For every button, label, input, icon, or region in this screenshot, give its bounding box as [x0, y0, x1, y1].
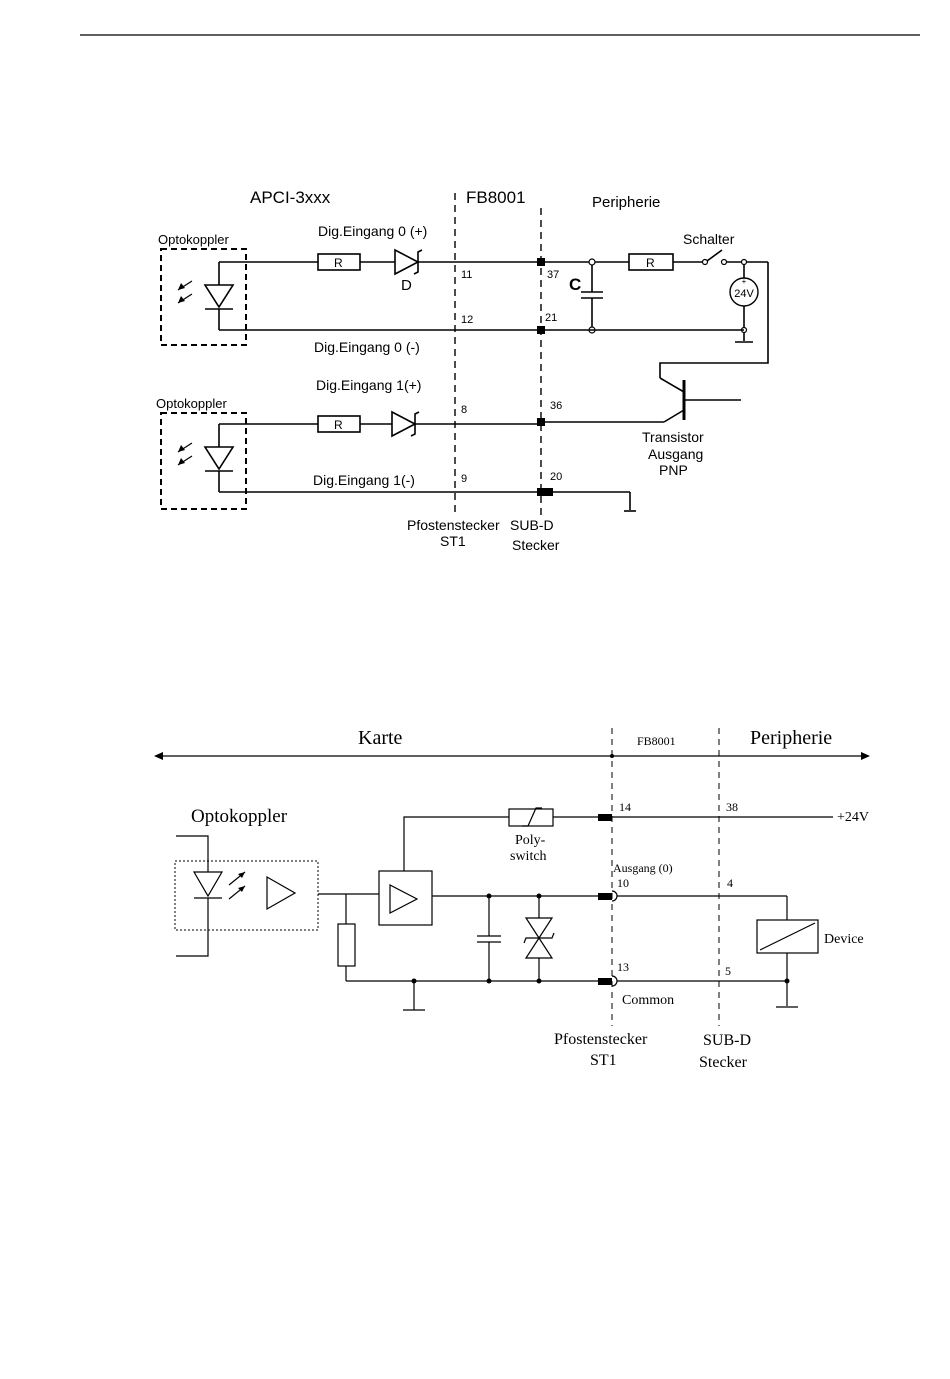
d2-common-label: Common	[622, 993, 674, 1008]
d1-24v-label: 24V	[734, 288, 754, 300]
d1-pf-label1: Pfostenstecker	[407, 517, 500, 533]
d2-polyswitch	[508, 808, 554, 827]
d1-node-src-top	[740, 258, 748, 266]
d2-node-cap-bot	[486, 978, 492, 984]
d2-driver-icon	[389, 884, 419, 914]
d2-relay-diag	[759, 922, 816, 951]
d2-pin10: 10	[617, 876, 629, 890]
d1-opto1-box	[160, 248, 247, 346]
d2-pin10-terminal	[598, 893, 612, 900]
d1-opto2-led-icon	[177, 424, 235, 492]
d2-device-label: Device	[824, 932, 864, 947]
d2-supply-wire	[403, 816, 509, 871]
d2-karte-label: Karte	[358, 727, 403, 749]
diagram-1: APCI-3xxx FB8001 Peripherie Optokoppler …	[156, 188, 769, 553]
d1-pin37-terminal	[537, 258, 545, 266]
d2-pin4: 4	[727, 876, 733, 890]
d1-cap-label: C	[569, 275, 581, 294]
d2-pulldown-resistor	[337, 923, 356, 967]
d1-24v-plus: +	[742, 277, 747, 286]
d2-arrow-left	[154, 752, 163, 760]
d2-tvs-diode-icon	[523, 896, 555, 981]
d2-pin13-socket-icon	[611, 975, 618, 987]
d2-opto-led-icon	[176, 835, 246, 957]
d1-opto2-label: Optokoppler	[156, 396, 227, 411]
d2-node-tvs-bot	[536, 978, 542, 984]
d1-in0m-label: Dig.Eingang 0 (-)	[314, 339, 420, 355]
d1-resistor1-label: R	[334, 256, 343, 270]
d1-pin21-terminal	[537, 326, 545, 334]
d1-trans-wire	[659, 262, 769, 378]
d2-pin14: 14	[619, 800, 631, 814]
d1-pnp-transistor-icon	[659, 377, 741, 423]
d2-periph-label: Peripherie	[750, 727, 832, 749]
d2-poly-label2: switch	[510, 849, 547, 864]
d2-pin38: 38	[726, 800, 738, 814]
d1-zener2-icon	[391, 410, 420, 438]
d1-diode-label: D	[401, 277, 412, 294]
d1-board-label: APCI-3xxx	[250, 188, 331, 207]
d2-pin5: 5	[725, 964, 731, 978]
d2-pf-label2: ST1	[590, 1052, 617, 1069]
d2-driver-box	[378, 870, 433, 926]
d1-schalter-label: Schalter	[683, 231, 735, 247]
d1-switch-icon	[701, 249, 728, 266]
d1-node-cap-top	[588, 258, 596, 266]
d2-arrow-right	[861, 752, 870, 760]
d1-periph-label: Peripherie	[592, 194, 660, 211]
d1-pf-label2: ST1	[440, 533, 466, 549]
d1-pin20: 20	[550, 471, 562, 483]
d1-in1p-label: Dig.Eingang 1(+)	[316, 377, 421, 393]
d2-pin13: 13	[617, 960, 629, 974]
d1-trans-label2: Ausgang	[648, 446, 703, 462]
d2-fb-label: FB8001	[637, 734, 676, 748]
d2-opto-label: Optokoppler	[191, 806, 288, 827]
d1-pin11: 11	[461, 269, 472, 281]
d2-opto-buffer-icon	[266, 875, 297, 911]
d1-pin37: 37	[547, 269, 559, 281]
d1-pin36-terminal	[537, 418, 545, 426]
d1-pin21: 21	[545, 312, 557, 324]
d2-sd-label2: Stecker	[699, 1054, 748, 1071]
d2-24v-label: +24V	[837, 810, 869, 825]
d1-in1m-label: Dig.Eingang 1(-)	[313, 472, 415, 488]
d1-sd-label1: SUB-D	[510, 517, 554, 533]
d2-ausgang-label: Ausgang (0)	[613, 861, 673, 875]
d1-zener-icon	[394, 248, 423, 276]
d1-trans-label1: Transistor	[642, 429, 704, 445]
d2-polyswitch-icon	[522, 807, 542, 827]
d2-poly-label1: Poly-	[515, 833, 546, 848]
d2-pin14-terminal	[598, 814, 612, 821]
d1-opto1-label: Optokoppler	[158, 232, 229, 247]
d1-resistor-periph-label: R	[646, 256, 655, 270]
diagram-2: Karte FB8001 Peripherie Optokoppler Poly…	[154, 727, 870, 1071]
d1-pin12: 12	[461, 314, 473, 326]
d1-pin9: 9	[461, 473, 467, 485]
d1-sd-label2: Stecker	[512, 537, 560, 553]
d1-in0p-label: Dig.Eingang 0 (+)	[318, 223, 427, 239]
d1-fb-label: FB8001	[466, 188, 526, 207]
d2-sd-label1: SUB-D	[703, 1032, 751, 1049]
d2-pf-label1: Pfostenstecker	[554, 1031, 648, 1048]
d2-pin10-socket-icon	[611, 890, 618, 902]
d1-pin36: 36	[550, 400, 562, 412]
d1-trans-label3: PNP	[659, 462, 688, 478]
d1-opto2-box	[160, 412, 247, 510]
d1-pin8: 8	[461, 404, 467, 416]
d2-pin13-terminal	[598, 978, 612, 985]
d1-resistor2-label: R	[334, 418, 343, 432]
d1-opto1-led-icon	[177, 262, 235, 330]
d2-opto-box	[174, 860, 319, 931]
d1-pin20-terminal	[537, 488, 553, 496]
